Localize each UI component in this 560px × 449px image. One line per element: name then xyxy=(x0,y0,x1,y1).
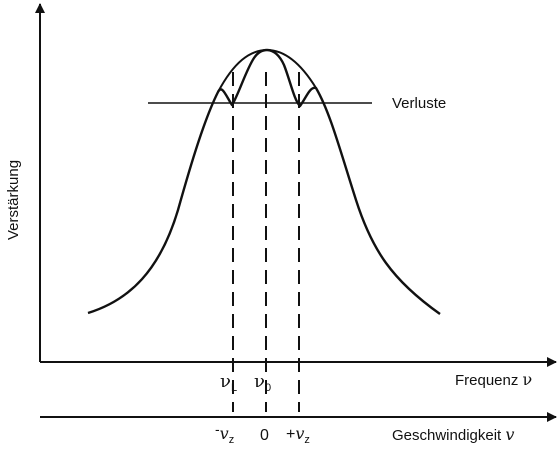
velocity-axis-symbol: v xyxy=(505,425,515,444)
frequency-axis-text: Frequenz xyxy=(455,372,519,389)
frequency-axis-label: Frequenz ν xyxy=(455,370,533,389)
nu-0-symbol: ν xyxy=(254,371,265,392)
gain-curve xyxy=(87,48,441,315)
gain-curve-undisturbed xyxy=(217,48,317,93)
minus-vz-symbol: v xyxy=(219,424,229,443)
minus-vz-subscript: z xyxy=(228,434,235,446)
nu-0-subscript: 0 xyxy=(264,382,272,394)
plus-vz-label: +vz xyxy=(286,424,310,446)
nu-l-subscript: L xyxy=(230,382,238,394)
nu-l-symbol: ν xyxy=(220,371,231,392)
plus-vz-symbol: v xyxy=(295,424,305,443)
plus-sign: + xyxy=(286,426,296,443)
minus-sign: - xyxy=(215,421,220,437)
velocity-axis-label: Geschwindigkeit v xyxy=(392,425,515,444)
frequency-axis-symbol: ν xyxy=(522,370,533,389)
plus-vz-subscript: z xyxy=(304,434,310,446)
zero-label: 0 xyxy=(260,427,269,444)
minus-vz-label: -vz xyxy=(215,422,235,446)
nu-l-label: νL xyxy=(220,371,238,394)
losses-label: Verluste xyxy=(392,95,447,112)
nu-0-label: ν0 xyxy=(254,371,272,394)
y-axis-label: Verstärkung xyxy=(5,159,22,240)
velocity-axis-text: Geschwindigkeit xyxy=(392,427,502,444)
